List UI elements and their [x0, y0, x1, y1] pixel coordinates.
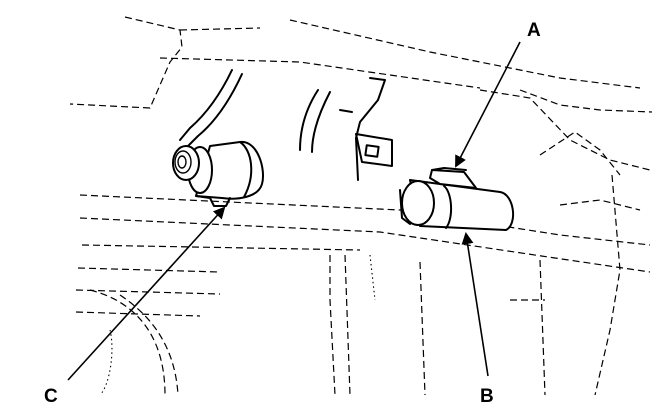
background-structure — [69, 16, 653, 396]
callout-c-label: C — [44, 386, 58, 407]
callout-a-label: A — [527, 20, 541, 41]
callout-b-label: B — [480, 386, 494, 407]
lock-tab — [429, 167, 477, 189]
callout-leaders — [67, 41, 521, 381]
mounting-bracket — [355, 133, 393, 167]
connector-c — [172, 140, 264, 207]
connector-b — [399, 179, 515, 231]
wire-harness — [179, 69, 386, 181]
